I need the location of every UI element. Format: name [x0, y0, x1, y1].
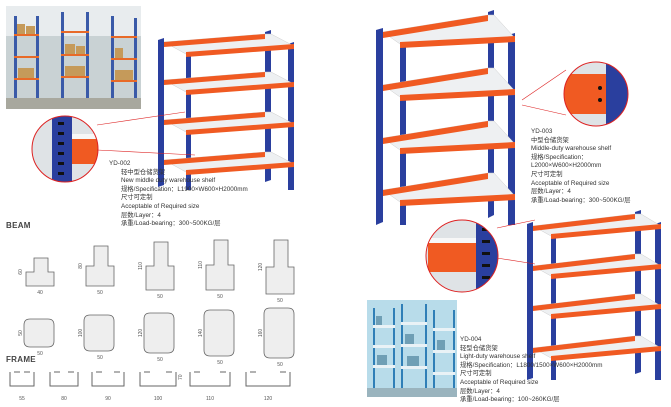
- product-name-en: New middle duty warehouse shelf: [121, 177, 216, 185]
- shelf-yd004-illustration: [527, 210, 662, 380]
- load-bearing: 承重/Load-bearing：300~500KG/层: [121, 220, 221, 228]
- beam-profile: [83, 314, 115, 352]
- custom-cn: 尺寸可定制: [531, 170, 563, 178]
- warehouse-photo: [6, 6, 141, 109]
- spec-label: 规格/Specification：: [531, 153, 588, 161]
- beam-width-label: 50: [217, 360, 223, 366]
- model-label: YD-004: [460, 336, 482, 343]
- beam-height-label: 110: [138, 262, 144, 270]
- frame-profile: [189, 371, 231, 387]
- yd004-joint-zoom: [425, 219, 499, 293]
- beam-profiles: 40 60 50 80 50 110 50 110 50 120 50 50 50 100 50 120 50 1…: [18, 239, 295, 368]
- spec-yd003: YD-003 中型仓储货架 Middle-duty warehouse shel…: [531, 128, 631, 205]
- beam-height-label: 100: [78, 329, 84, 338]
- shelf-yd002-illustration: [158, 30, 295, 190]
- yd003-joint-zoom: [563, 61, 629, 127]
- beam-width-label: 50: [157, 294, 163, 300]
- layer-count: 层数/Layer：4: [531, 188, 571, 196]
- beam-height-label: 110: [198, 261, 204, 269]
- beam-width-label: 50: [97, 290, 103, 296]
- shelf-yd003-illustration: [376, 10, 516, 225]
- custom-cn: 尺寸可定制: [121, 194, 153, 202]
- callout-line-right: [521, 69, 567, 116]
- beam-height-label: 120: [138, 329, 144, 338]
- callout-line-left: [96, 111, 196, 156]
- callout-line-bottom: [496, 219, 536, 265]
- layer-count: 层数/Layer：4: [121, 211, 161, 219]
- beam-heading: BEAM: [6, 221, 31, 230]
- beam-width-label: 50: [97, 355, 103, 361]
- frame-width-label: 120: [264, 396, 273, 402]
- custom-en: Acceptable of Required size: [460, 378, 539, 386]
- beam-height-label: 160: [258, 329, 264, 338]
- beam-profile: [263, 307, 295, 359]
- frame-profile: [9, 371, 35, 387]
- load-bearing: 承重/Load-bearing：100~260KG/层: [460, 396, 560, 404]
- model-label: YD-003: [531, 128, 553, 135]
- frame-heading: FRAME: [6, 355, 36, 364]
- spec-yd002: YD-002 轻中型仓储货架 New middle duty warehouse…: [109, 160, 248, 229]
- beam-height-label: 50: [18, 330, 24, 336]
- beam-profile: [85, 245, 115, 287]
- frame-profile: [245, 371, 291, 387]
- yd002-joint-zoom: [31, 115, 99, 183]
- frame-profile: [91, 371, 125, 387]
- beam-profile: [143, 312, 175, 354]
- model-label: YD-002: [109, 160, 131, 167]
- layer-count: 层数/Layer：4: [460, 387, 500, 395]
- beam-profile: [25, 257, 55, 287]
- beam-height-label: 60: [18, 269, 24, 275]
- spec-size: 规格/Specification：L1900×W600×H2000mm: [121, 185, 248, 193]
- frame-width-label: 80: [61, 396, 67, 402]
- load-bearing: 承重/Load-bearing：300~500KG/层: [531, 196, 631, 204]
- beam-profile: [205, 239, 235, 291]
- frame-width-label: 55: [19, 396, 25, 402]
- beam-height-label: 140: [198, 329, 204, 338]
- spec-size: L2000×W600×H2000mm: [531, 162, 602, 170]
- beam-width-label: 50: [157, 357, 163, 363]
- custom-en: Acceptable of Required size: [531, 179, 610, 187]
- product-name-cn: 轻中型仓储货架: [121, 168, 166, 176]
- beam-profile: [265, 239, 295, 295]
- spec-size: 规格/Specification：L1800/1500×W600×H2000mm: [460, 361, 603, 369]
- product-name-cn: 中型仓储货架: [531, 136, 569, 144]
- frame-width-label: 100: [154, 396, 163, 402]
- beam-profile: [23, 318, 55, 348]
- beam-width-label: 50: [37, 351, 43, 357]
- frame-profile: [139, 371, 177, 387]
- frame-profile: [49, 371, 79, 387]
- custom-cn: 尺寸可定制: [460, 370, 492, 378]
- custom-en: Acceptable of Required size: [121, 202, 200, 210]
- frame-width-label: 110: [206, 396, 214, 402]
- frame-height-label: 70: [178, 374, 184, 380]
- spec-yd004: YD-004 轻型仓储货架 Light-duty warehouse shelf…: [460, 336, 602, 405]
- product-name-cn: 轻型仓储货架: [460, 344, 498, 352]
- frame-width-label: 90: [105, 396, 111, 402]
- beam-height-label: 80: [78, 263, 84, 269]
- beam-width-label: 50: [277, 298, 283, 304]
- beam-width-label: 40: [37, 290, 43, 296]
- frame-profiles: 55 80 90 100 70 110 120: [9, 371, 291, 402]
- product-name-en: Middle-duty warehouse shelf: [531, 145, 612, 153]
- beam-profile: [203, 309, 235, 357]
- product-name-en: Light-duty warehouse shelf: [460, 353, 536, 361]
- beam-width-label: 50: [277, 362, 283, 368]
- beam-width-label: 50: [217, 294, 223, 300]
- beam-height-label: 120: [258, 263, 264, 272]
- beam-profile: [145, 241, 175, 291]
- shelving-room-photo: [367, 300, 457, 397]
